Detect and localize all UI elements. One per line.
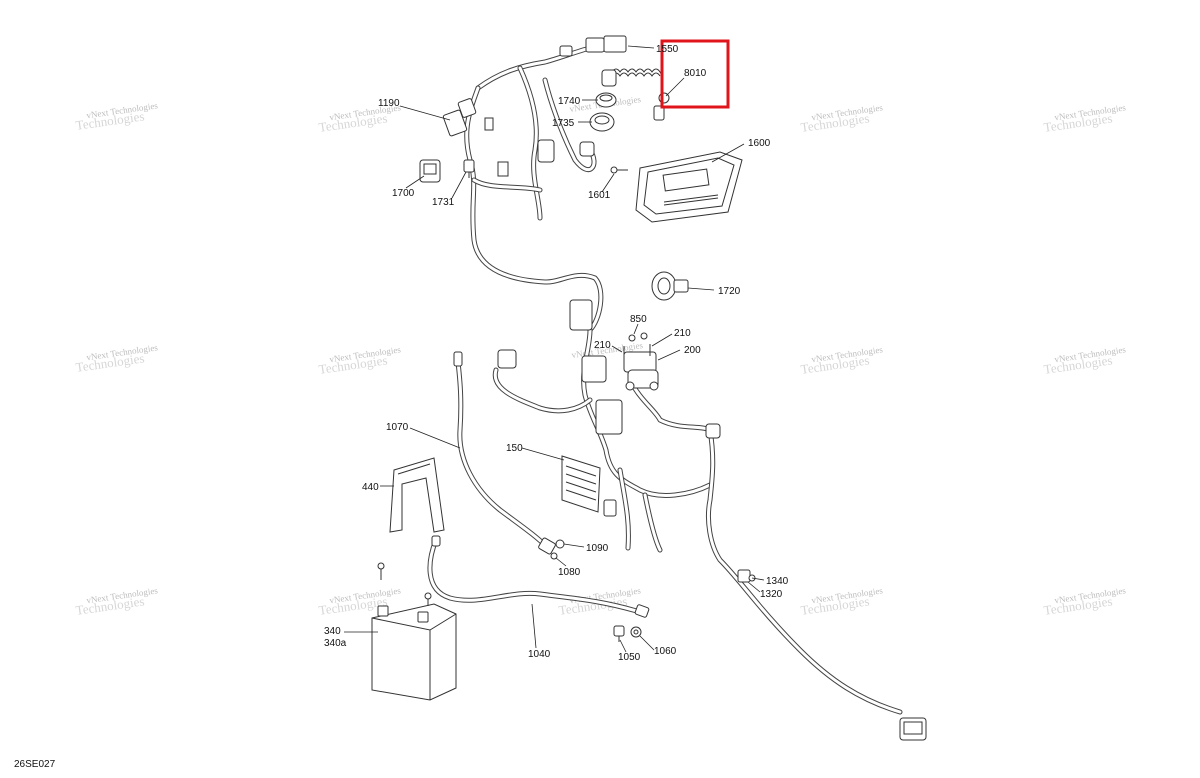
callout-1190[interactable]: 1190 — [378, 98, 400, 109]
connector-1550 — [559, 35, 627, 57]
leader-lines — [344, 45, 765, 653]
watermark: vNext Technologies Technologies — [318, 344, 402, 377]
knob-1720 — [651, 271, 689, 301]
cable-1040 — [427, 535, 650, 618]
callout-1340[interactable]: 1340 — [766, 576, 789, 587]
highlight-box-8010 — [660, 39, 730, 109]
voltage-regulator-150 — [561, 455, 617, 517]
cable-1070 — [453, 351, 556, 555]
callout-1731[interactable]: 1731 — [432, 197, 455, 208]
battery-340 — [371, 562, 457, 701]
callout-340a[interactable]: 340a — [324, 638, 347, 649]
diagram-code: 26SE027 — [14, 759, 56, 770]
callout-1550[interactable]: 1550 — [656, 44, 679, 55]
watermark: vNext Technologies Technologies — [1043, 344, 1127, 377]
callout-1040[interactable]: 1040 — [528, 649, 551, 660]
callout-440[interactable]: 440 — [362, 482, 379, 493]
watermark: vNext Technologies Technologies — [75, 342, 159, 375]
watermark: vNext Technologies Technologies — [800, 102, 884, 135]
callout-1320[interactable]: 1320 — [760, 589, 783, 600]
bolt-1050 — [613, 625, 625, 642]
callout-1070[interactable]: 1070 — [386, 422, 409, 433]
callout-150[interactable]: 150 — [506, 443, 523, 454]
starter-solenoid-200 — [623, 351, 659, 391]
watermark: vNext Technologies Technologies — [318, 585, 402, 618]
watermark: vNext Technologies Technologies — [75, 100, 159, 133]
callout-210-left[interactable]: 210 — [594, 340, 611, 351]
callout-1740[interactable]: 1740 — [558, 96, 581, 107]
watermark: vNext Technologies Technologies — [75, 585, 159, 618]
callout-labels: 1550 8010 1190 1740 1735 1600 1700 1731 … — [324, 44, 789, 663]
upper-wiring-harness — [464, 45, 604, 333]
watermark: vNext Technologies Technologies — [1043, 102, 1127, 135]
nut-1090 — [555, 539, 565, 549]
callout-1600[interactable]: 1600 — [748, 138, 771, 149]
callout-1601[interactable]: 1601 — [588, 190, 611, 201]
callout-210-right[interactable]: 210 — [674, 328, 691, 339]
connector-1190 — [442, 98, 494, 137]
screw-1080 — [550, 552, 558, 560]
watermark: vNext Technologies Technologies — [1043, 585, 1127, 618]
relay-connector — [497, 299, 721, 439]
callout-8010[interactable]: 8010 — [684, 68, 707, 79]
screw-1601 — [610, 166, 628, 174]
callout-1735[interactable]: 1735 — [552, 118, 575, 129]
washer-1060 — [630, 626, 642, 638]
watermark: vNext Technologies Technologies — [800, 344, 884, 377]
callout-200[interactable]: 200 — [684, 345, 701, 356]
battery-strap-440 — [389, 457, 445, 533]
callout-1720[interactable]: 1720 — [718, 286, 741, 297]
display-gauge-1600 — [635, 151, 743, 223]
clamp-1340-1320 — [737, 569, 756, 583]
callout-340[interactable]: 340 — [324, 626, 341, 637]
switch-1740 — [595, 92, 617, 108]
middle-wiring-harness — [492, 327, 903, 715]
callout-1050[interactable]: 1050 — [618, 652, 641, 663]
nuts-850 — [623, 332, 651, 356]
clip-1731 — [463, 159, 475, 178]
watermark: vNext Technologies Technologies — [800, 585, 884, 618]
connector-1700 — [419, 159, 441, 183]
callout-1700[interactable]: 1700 — [392, 188, 415, 199]
callout-1080[interactable]: 1080 — [558, 567, 581, 578]
callout-850[interactable]: 850 — [630, 314, 647, 325]
callout-1060[interactable]: 1060 — [654, 646, 677, 657]
connector-grey — [497, 139, 595, 177]
end-connector — [899, 717, 927, 741]
switch-1735 — [589, 112, 615, 132]
callout-1090[interactable]: 1090 — [586, 543, 609, 554]
